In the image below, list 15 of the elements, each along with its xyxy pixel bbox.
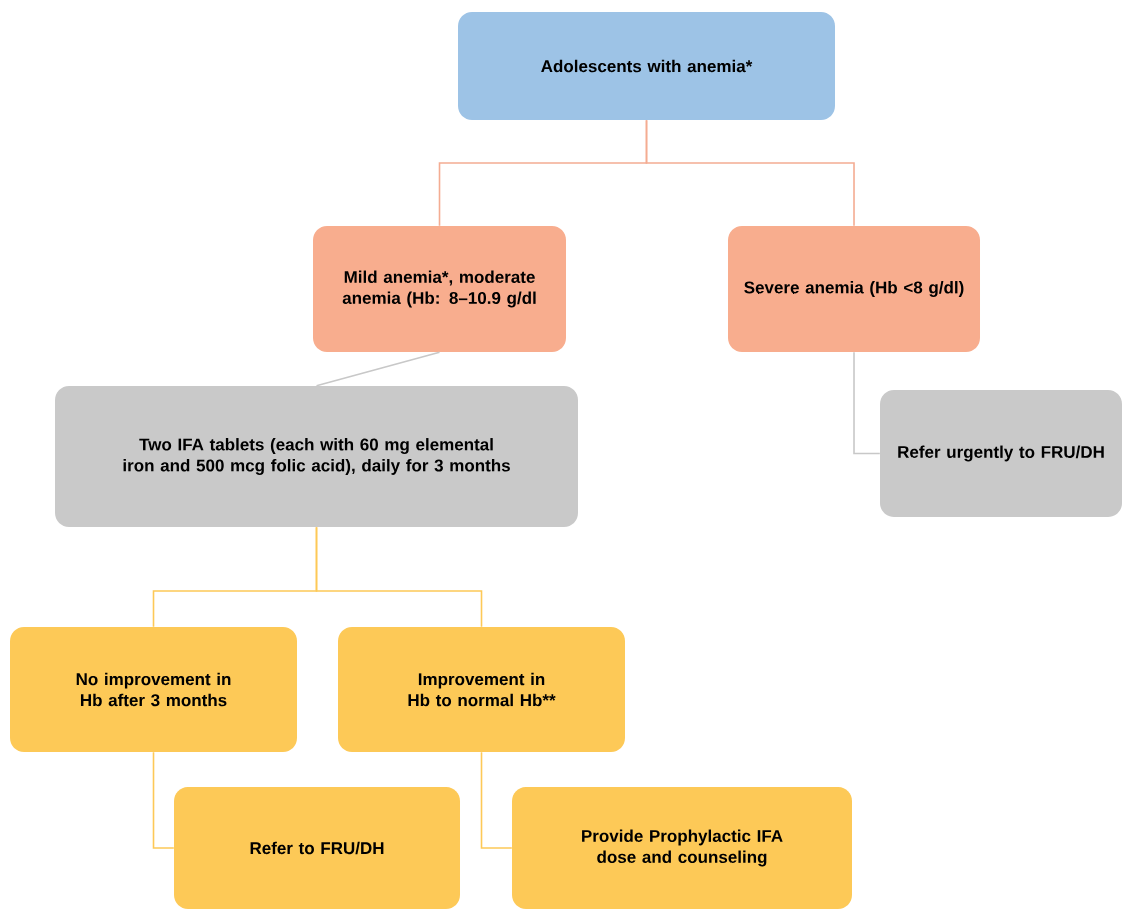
connector-line	[645, 119, 855, 227]
connector-line	[315, 526, 483, 628]
flow-box: Adolescents with anemia*	[458, 12, 835, 120]
flow-box: Severe anemia (Hb <8 g/dl)	[728, 226, 980, 352]
connector-line	[152, 751, 175, 849]
flow-box: Refer to FRU/DH	[174, 787, 460, 909]
flow-box: Mild anemia*, moderate anemia (Hb: 8–10.9 g/dl	[313, 226, 566, 352]
connector-line	[480, 751, 513, 849]
flow-box: Two IFA tablets (each with 60 mg elemental iron and 500 mcg folic acid), daily for 3 months	[55, 386, 578, 527]
connector-line	[315, 351, 441, 387]
flow-box: Provide Prophylactic IFA dose and counseling	[512, 787, 852, 909]
connector-line	[853, 351, 881, 455]
flow-box: No improvement in Hb after 3 months	[10, 627, 297, 752]
flow-box: Refer urgently to FRU/DH	[880, 390, 1122, 517]
flow-box: Improvement in Hb to normal Hb**	[338, 627, 625, 752]
